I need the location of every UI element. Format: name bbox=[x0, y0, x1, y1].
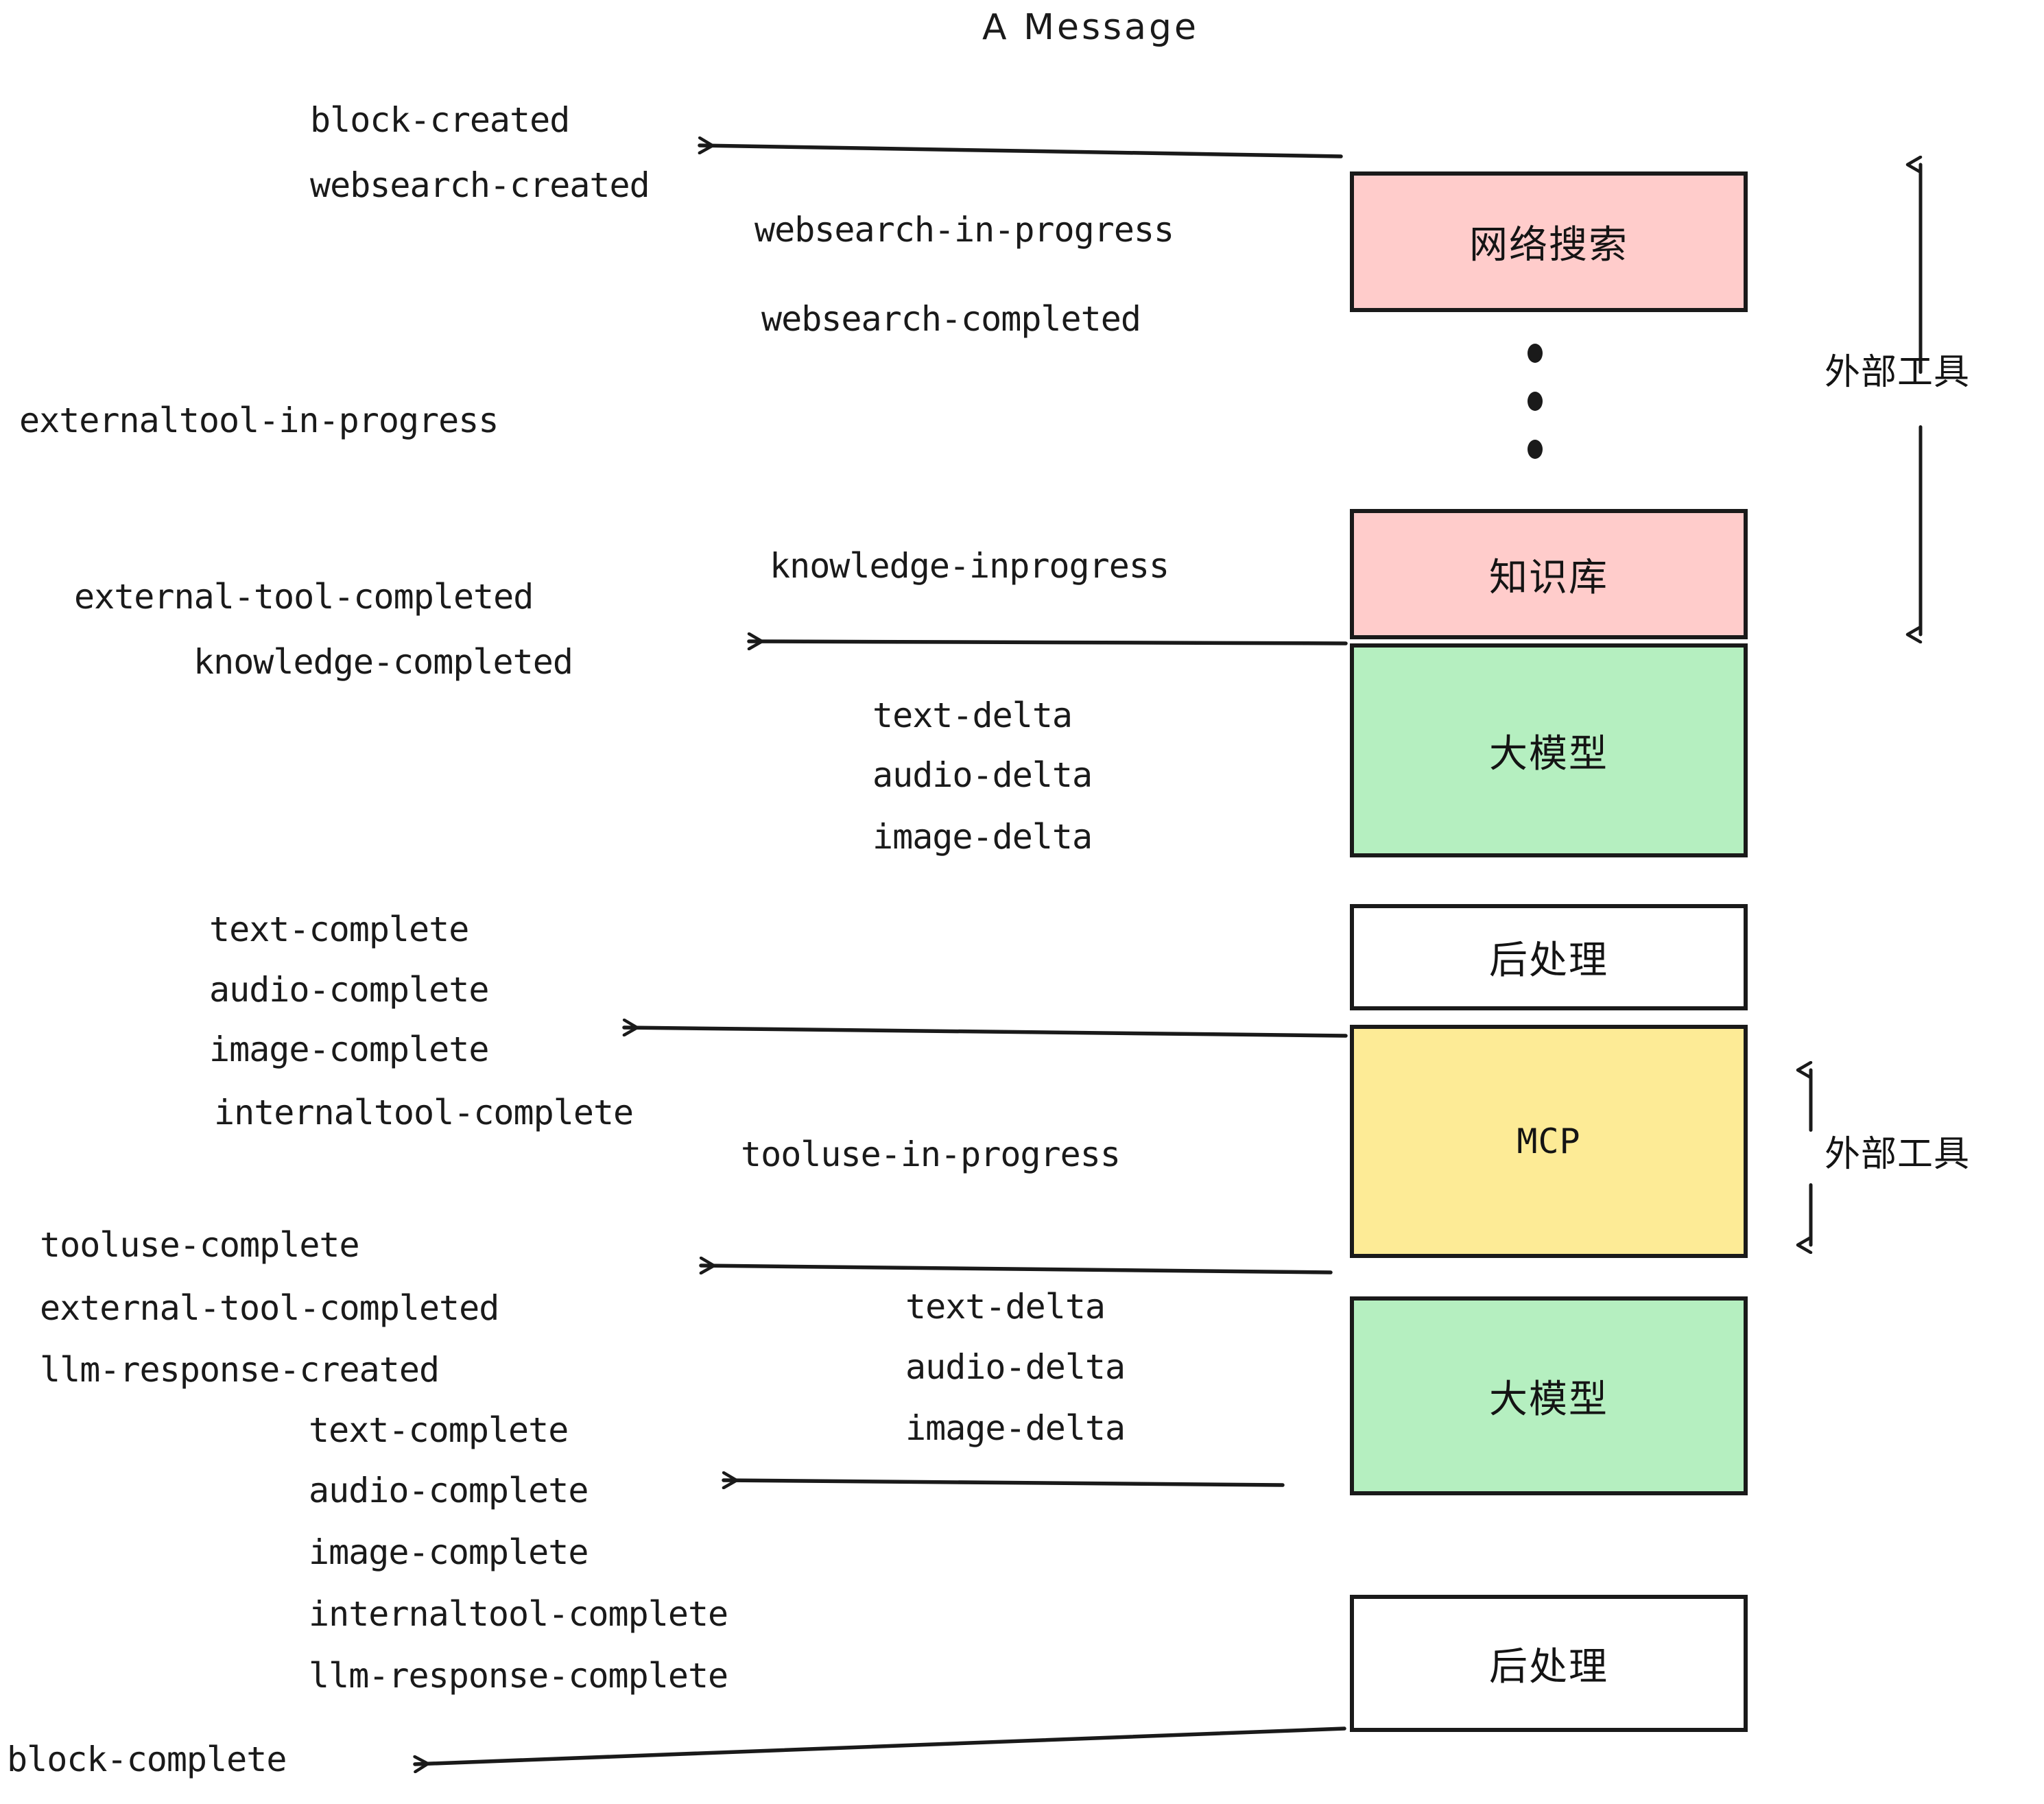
arrow-audio-complete-icon bbox=[722, 1480, 1285, 1485]
event-label-text-complete-2: text-complete bbox=[309, 1410, 569, 1450]
node-box-llm-2[interactable]: 大模型 bbox=[1350, 1296, 1748, 1495]
node-label-websearch: 网络搜索 bbox=[1469, 223, 1628, 268]
node-box-knowledge[interactable]: 知识库 bbox=[1350, 509, 1748, 639]
page-title: A Message bbox=[982, 7, 1200, 48]
event-label-tooluse-complete: tooluse-complete bbox=[40, 1225, 360, 1265]
event-label-block-complete: block-complete bbox=[7, 1740, 287, 1779]
event-label-tooluse-in-progress: tooluse-in-progress bbox=[741, 1135, 1121, 1174]
node-box-postproc-1[interactable]: 后处理 bbox=[1350, 904, 1748, 1010]
event-label-text-delta-2: text-delta bbox=[905, 1287, 1106, 1327]
event-label-internaltool-complete-1: internaltool-complete bbox=[214, 1093, 634, 1132]
node-label-llm-1: 大模型 bbox=[1489, 731, 1608, 776]
event-label-text-complete-1: text-complete bbox=[209, 910, 469, 949]
side-label-external-tools-lower: 外部工具 bbox=[1825, 1134, 1971, 1175]
node-box-postproc-2[interactable]: 后处理 bbox=[1350, 1595, 1748, 1732]
ellipsis-dot-3-icon bbox=[1528, 440, 1543, 459]
event-label-audio-complete-1: audio-complete bbox=[209, 970, 489, 1010]
ellipsis-dot-1-icon bbox=[1528, 344, 1543, 363]
node-box-websearch[interactable]: 网络搜索 bbox=[1350, 171, 1748, 312]
event-label-external-tool-completed-2: external-tool-completed bbox=[40, 1288, 499, 1328]
arrow-image-complete-icon bbox=[622, 1028, 1348, 1038]
event-label-image-complete-2: image-complete bbox=[309, 1532, 589, 1572]
event-label-websearch-completed: websearch-completed bbox=[761, 299, 1141, 339]
event-label-internaltool-complete-2: internaltool-complete bbox=[309, 1594, 728, 1634]
event-label-websearch-created: websearch-created bbox=[310, 165, 650, 205]
ellipsis-dot-2-icon bbox=[1528, 392, 1543, 411]
node-label-llm-2: 大模型 bbox=[1489, 1377, 1608, 1422]
flow-arrow-group bbox=[413, 145, 1348, 1764]
event-label-image-delta-2: image-delta bbox=[905, 1408, 1126, 1448]
event-label-image-complete-1: image-complete bbox=[209, 1030, 489, 1069]
arrow-knowledge-completed-icon bbox=[747, 641, 1348, 643]
arrow-tooluse-complete-icon bbox=[699, 1266, 1333, 1272]
node-label-knowledge: 知识库 bbox=[1489, 555, 1608, 600]
arrow-block-complete-icon bbox=[413, 1726, 1346, 1764]
event-label-knowledge-completed: knowledge-completed bbox=[193, 642, 573, 682]
event-label-audio-delta-2: audio-delta bbox=[905, 1347, 1126, 1387]
event-label-audio-complete-2: audio-complete bbox=[309, 1471, 589, 1510]
event-label-text-delta-1: text-delta bbox=[872, 696, 1073, 735]
event-label-external-tool-completed-1: external-tool-completed bbox=[74, 577, 534, 617]
node-box-llm-1[interactable]: 大模型 bbox=[1350, 643, 1748, 857]
vertical-ellipsis-icon bbox=[1528, 344, 1543, 459]
side-arrow-group bbox=[1811, 165, 1923, 1245]
event-label-block-created: block-created bbox=[310, 100, 570, 140]
side-label-external-tools-upper: 外部工具 bbox=[1825, 352, 1971, 393]
node-box-mcp[interactable]: MCP bbox=[1350, 1025, 1748, 1258]
event-label-externaltool-in-progress: externaltool-in-progress bbox=[19, 401, 499, 440]
event-label-audio-delta-1: audio-delta bbox=[872, 755, 1093, 795]
event-label-llm-response-created: llm-response-created bbox=[40, 1350, 440, 1390]
node-label-mcp: MCP bbox=[1517, 1121, 1581, 1161]
node-label-postproc-2: 后处理 bbox=[1489, 1644, 1608, 1689]
event-label-image-delta-1: image-delta bbox=[872, 817, 1093, 857]
node-label-postproc-1: 后处理 bbox=[1489, 938, 1608, 983]
arrow-block-created-icon bbox=[698, 145, 1343, 158]
event-label-websearch-in-progress: websearch-in-progress bbox=[754, 210, 1174, 250]
event-label-llm-response-complete: llm-response-complete bbox=[309, 1656, 728, 1696]
event-label-knowledge-inprogress: knowledge-inprogress bbox=[770, 546, 1169, 586]
